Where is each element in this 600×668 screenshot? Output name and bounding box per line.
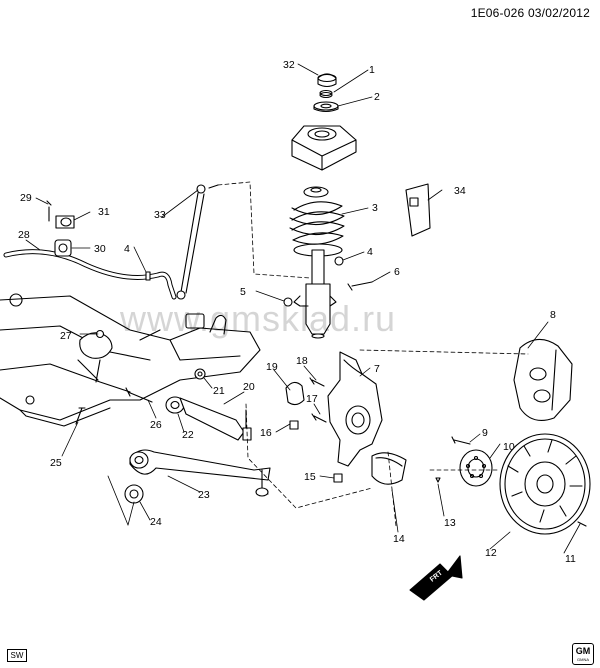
callout-20: 20 bbox=[243, 381, 255, 393]
bolt-29 bbox=[46, 200, 52, 222]
gm-logo-badge: GM GMNA bbox=[572, 643, 594, 665]
nut-4-frame bbox=[145, 271, 151, 281]
callout-30: 30 bbox=[94, 243, 106, 255]
callout-4-strut: 4 bbox=[367, 246, 373, 258]
brake-caliper-8 bbox=[513, 338, 573, 421]
callout-25: 25 bbox=[50, 457, 62, 469]
callout-11: 11 bbox=[565, 553, 576, 565]
callout-17: 17 bbox=[306, 393, 318, 405]
strut-nut-1 bbox=[319, 89, 333, 99]
wheel-stud-9 bbox=[451, 436, 471, 445]
callout-6: 6 bbox=[394, 266, 400, 278]
diagram-code: 1E06-026 bbox=[470, 6, 525, 20]
callout-8: 8 bbox=[550, 309, 556, 321]
stabilizer-bracket-31 bbox=[55, 215, 75, 229]
callout-34: 34 bbox=[454, 185, 466, 197]
leader-lines bbox=[25, 63, 581, 554]
nut-15 bbox=[333, 473, 343, 483]
callout-1: 1 bbox=[369, 64, 375, 76]
callout-9: 9 bbox=[482, 427, 488, 439]
brake-rotor-12 bbox=[499, 433, 591, 535]
stabilizer-link-32 bbox=[176, 184, 219, 300]
strut-body bbox=[293, 249, 337, 339]
wheel-hub-10 bbox=[459, 449, 493, 487]
component-34 bbox=[405, 183, 431, 237]
callout-10: 10 bbox=[503, 441, 515, 453]
nut-16 bbox=[289, 420, 299, 430]
callout-12: 12 bbox=[485, 547, 497, 559]
bolt-6 bbox=[347, 281, 373, 291]
bolt-25 bbox=[75, 407, 86, 425]
bracket-19 bbox=[285, 381, 305, 406]
callout-31: 31 bbox=[98, 206, 110, 218]
gm-logo-text: GM bbox=[575, 646, 591, 656]
callout-7: 7 bbox=[374, 363, 380, 375]
callout-18: 18 bbox=[296, 355, 308, 367]
callout-16: 16 bbox=[260, 427, 272, 439]
callout-22: 22 bbox=[182, 429, 194, 441]
callout-19: 19 bbox=[266, 361, 278, 373]
diagram-date: 03/02/2012 bbox=[527, 6, 590, 20]
bushing-24 bbox=[124, 484, 144, 504]
callout-26: 26 bbox=[150, 419, 162, 431]
stabilizer-bar-28 bbox=[3, 249, 177, 300]
callout-28: 28 bbox=[18, 229, 30, 241]
nut-5 bbox=[283, 297, 293, 307]
callout-32: 33 bbox=[154, 209, 166, 221]
front-subframe bbox=[0, 293, 261, 427]
coil-spring-3 bbox=[289, 186, 345, 257]
callout-labels: 32 1 2 34 3 4 6 5 8 7 9 10 11 12 13 14 1… bbox=[18, 59, 576, 565]
callout-2: 2 bbox=[374, 91, 380, 103]
callout-5: 5 bbox=[240, 286, 246, 298]
sw-badge: SW bbox=[7, 649, 27, 662]
screw-13 bbox=[435, 477, 441, 483]
bolt-18 bbox=[309, 377, 325, 387]
screw-11 bbox=[577, 521, 587, 527]
strut-upper-mount bbox=[291, 125, 357, 171]
diagram-header: 1E06-026 03/02/2012 bbox=[471, 6, 590, 20]
callout-29: 29 bbox=[20, 192, 32, 204]
gm-logo-subtext: GMNA bbox=[577, 657, 589, 662]
callout-4-frame: 4 bbox=[124, 243, 130, 255]
callout-21: 21 bbox=[213, 385, 225, 397]
bolt-17 bbox=[311, 413, 327, 423]
callout-13: 13 bbox=[444, 517, 456, 529]
callout-33: 32 bbox=[283, 59, 295, 71]
callout-15: 15 bbox=[304, 471, 316, 483]
callout-3: 3 bbox=[372, 202, 378, 214]
nut-21 bbox=[194, 368, 206, 380]
splash-shield-14 bbox=[371, 452, 407, 485]
lower-control-arm-23 bbox=[129, 449, 271, 497]
front-direction-arrow: FRT bbox=[409, 555, 463, 601]
nut-4-strut bbox=[334, 256, 344, 266]
stabilizer-bushing-30 bbox=[54, 239, 72, 257]
watermark-text: www.gmsklad.ru bbox=[120, 298, 397, 339]
callout-14: 14 bbox=[393, 533, 405, 545]
callout-23: 23 bbox=[198, 489, 210, 501]
reference-lines bbox=[217, 181, 529, 527]
strut-cap-33 bbox=[317, 73, 337, 88]
callout-27: 27 bbox=[60, 330, 72, 342]
strut-bearing-2 bbox=[313, 101, 339, 113]
steering-knuckle-7 bbox=[327, 351, 383, 467]
callout-24: 24 bbox=[150, 516, 162, 528]
